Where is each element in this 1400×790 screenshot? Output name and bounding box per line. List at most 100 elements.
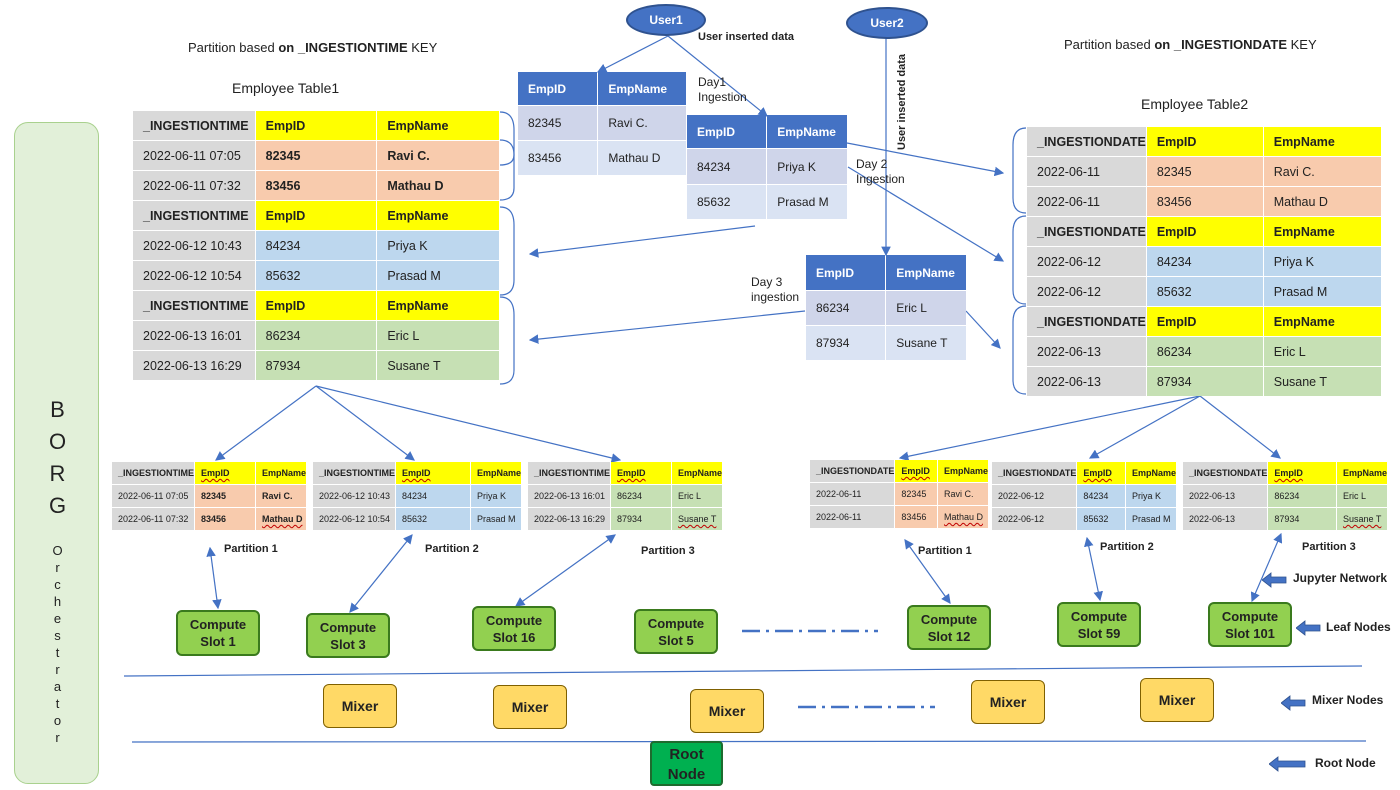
cell-time: 2022-06-12 10:54 xyxy=(133,261,255,290)
col-empname: EmpName xyxy=(255,462,306,484)
col-ingestiontime: _INGESTIONTIME xyxy=(133,201,255,230)
cell-name: Priya K xyxy=(377,231,499,260)
cell-name: Susane T xyxy=(1263,367,1381,396)
col-empid: EmpID xyxy=(687,115,767,148)
cell-id: 82345 xyxy=(195,485,255,507)
orchestrator-letter: o xyxy=(53,713,62,728)
user1-node: User1 xyxy=(626,4,706,36)
cell-id: 86234 xyxy=(806,291,886,325)
col-empid: EmpID xyxy=(1146,307,1263,336)
col-empname: EmpName xyxy=(767,115,847,148)
col-empname: EmpName xyxy=(377,111,499,140)
cell-id: 84234 xyxy=(255,231,377,260)
cell-date: 2022-06-11 xyxy=(1027,187,1146,216)
cell-name: Ravi C. xyxy=(377,141,499,170)
col-ingestiontime: _INGESTIONTIME xyxy=(133,291,255,320)
jupyter-network-pointer xyxy=(1261,571,1288,594)
day1-label: Day1 Ingestion xyxy=(698,75,747,104)
col-empname: EmpName xyxy=(1263,217,1381,246)
day2-label: Day 2 Ingestion xyxy=(856,157,905,186)
cell-name: Prasad M xyxy=(470,508,521,530)
cell-name: Susane T xyxy=(677,514,717,524)
cell-id: 82345 xyxy=(895,483,937,505)
mixer-node: Mixer xyxy=(690,689,764,733)
mixer-node: Mixer xyxy=(971,680,1045,724)
cell-name: Priya K xyxy=(767,149,847,184)
cell-id: 86234 xyxy=(255,321,377,350)
cell-id: 86234 xyxy=(1268,485,1336,507)
cell-id: 85632 xyxy=(255,261,377,290)
leaf-nodes-label: Leaf Nodes xyxy=(1326,620,1391,634)
cell-id: 87934 xyxy=(806,326,886,360)
cell-name: Susane T xyxy=(1342,514,1382,524)
root-node-pointer xyxy=(1268,755,1307,778)
col-ingestiondate: _INGESTIONDATE xyxy=(992,462,1077,484)
cell-name: Priya K xyxy=(470,485,521,507)
cell-name: Mathau D xyxy=(598,141,686,175)
cell-time: 2022-06-13 16:01 xyxy=(133,321,255,350)
orchestrator-letter: r xyxy=(55,662,60,677)
cell-time: 2022-06-12 10:54 xyxy=(313,508,396,530)
cell-id: 87934 xyxy=(611,508,671,530)
compute-slot-1: Compute Slot 1 xyxy=(176,610,260,656)
col-empid: EmpID xyxy=(255,201,377,230)
right-partition-1-label: Partition 1 xyxy=(918,545,972,557)
cell-time: 2022-06-11 07:32 xyxy=(133,171,255,200)
cell-id: 85632 xyxy=(1146,277,1263,306)
cell-date: 2022-06-12 xyxy=(992,508,1077,530)
cell-time: 2022-06-13 16:29 xyxy=(528,508,611,530)
col-empid: EmpID xyxy=(901,466,930,476)
cell-date: 2022-06-13 xyxy=(1183,508,1268,530)
cell-id: 84234 xyxy=(1077,485,1125,507)
right-partition-heading: Partition based on _INGESTIONDATE KEY xyxy=(1064,37,1317,52)
cell-name: Prasad M xyxy=(377,261,499,290)
user2-node: User2 xyxy=(846,7,928,39)
borg-letter: O xyxy=(48,429,67,454)
mixer-nodes-label: Mixer Nodes xyxy=(1312,693,1384,707)
cell-id: 85632 xyxy=(396,508,470,530)
cell-id: 83456 xyxy=(1146,187,1263,216)
cell-name: Prasad M xyxy=(767,185,847,219)
col-ingestiontime: _INGESTIONTIME xyxy=(112,462,195,484)
col-empname: EmpName xyxy=(598,72,686,105)
cell-id: 84234 xyxy=(396,485,470,507)
cell-date: 2022-06-13 xyxy=(1183,485,1268,507)
compute-slot-16: Compute Slot 16 xyxy=(472,606,556,651)
cell-name: Eric L xyxy=(1336,485,1387,507)
col-ingestiondate: _INGESTIONDATE xyxy=(810,460,895,482)
root-node-label: Root Node xyxy=(1315,756,1376,770)
cell-id: 87934 xyxy=(1146,367,1263,396)
cell-id: 82345 xyxy=(518,106,598,140)
orchestrator-letter: O xyxy=(52,543,63,558)
orchestrator-letter: c xyxy=(54,577,61,592)
col-ingestiondate: _INGESTIONDATE xyxy=(1027,307,1146,336)
cell-date: 2022-06-13 xyxy=(1027,367,1146,396)
cell-name: Priya K xyxy=(1263,247,1381,276)
col-empid: EmpID xyxy=(617,468,646,478)
cell-name: Priya K xyxy=(1125,485,1176,507)
col-ingestiontime: _INGESTIONTIME xyxy=(133,111,255,140)
cell-name: Eric L xyxy=(671,485,722,507)
orchestrator-letter: e xyxy=(53,611,62,626)
jupyter-network-label: Jupyter Network xyxy=(1293,571,1388,585)
cell-date: 2022-06-12 xyxy=(1027,247,1146,276)
